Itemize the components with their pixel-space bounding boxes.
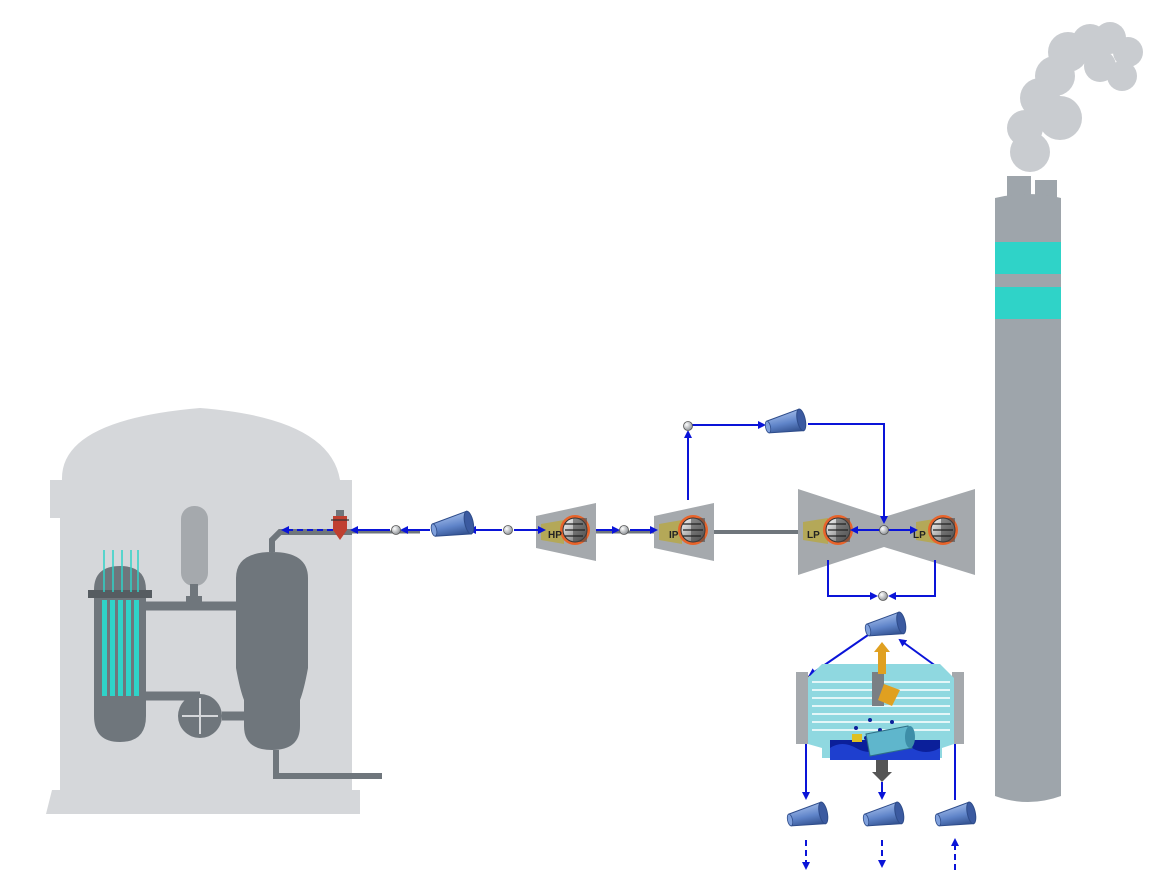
flow-lp-right-exhaust [888, 560, 936, 600]
junction-nodes [391, 421, 960, 685]
containment-building [46, 408, 360, 814]
hp-turbine-label: HP [548, 530, 562, 541]
junction-node [391, 525, 401, 535]
coolant-pump [178, 694, 222, 738]
flow-lp-left-exhaust [827, 560, 878, 600]
condenser-pump [852, 725, 915, 757]
junction-node [879, 525, 889, 535]
junction-node [619, 525, 629, 535]
lp-turbine-left: LP [798, 489, 884, 575]
pump-outlet-center [860, 800, 906, 832]
pump-bypass [762, 407, 808, 439]
pump-condensate [862, 610, 908, 642]
chimney-band-upper [995, 242, 1061, 274]
reactor-vessel [88, 550, 152, 742]
smoke-plume [1007, 22, 1143, 172]
junction-node [683, 421, 693, 431]
pump-outlet-left [784, 800, 830, 832]
ip-turbine: IP [654, 503, 714, 561]
pump-inlet-right [932, 800, 978, 832]
hp-turbine: HP [536, 503, 596, 561]
chimney-band-lower [995, 287, 1061, 319]
condenser-unit [796, 642, 964, 782]
control-rods [103, 550, 139, 592]
chimney [995, 176, 1061, 802]
flow-bypass-pump-to-lp [808, 423, 888, 524]
junction-node [878, 591, 888, 601]
ip-turbine-label: IP [669, 530, 679, 541]
pressurizer [181, 506, 208, 604]
lp-turbine-right: LP [884, 489, 975, 575]
pump-feedwater [428, 509, 476, 543]
steam-generator [236, 529, 382, 779]
junction-node [503, 525, 513, 535]
lp-turbine-left-label: LP [807, 530, 820, 541]
fuel-rods [102, 600, 139, 696]
steam-isolation-valve [331, 510, 349, 540]
flow-connections [281, 421, 959, 870]
lp-turbine-right-label: LP [913, 530, 926, 541]
